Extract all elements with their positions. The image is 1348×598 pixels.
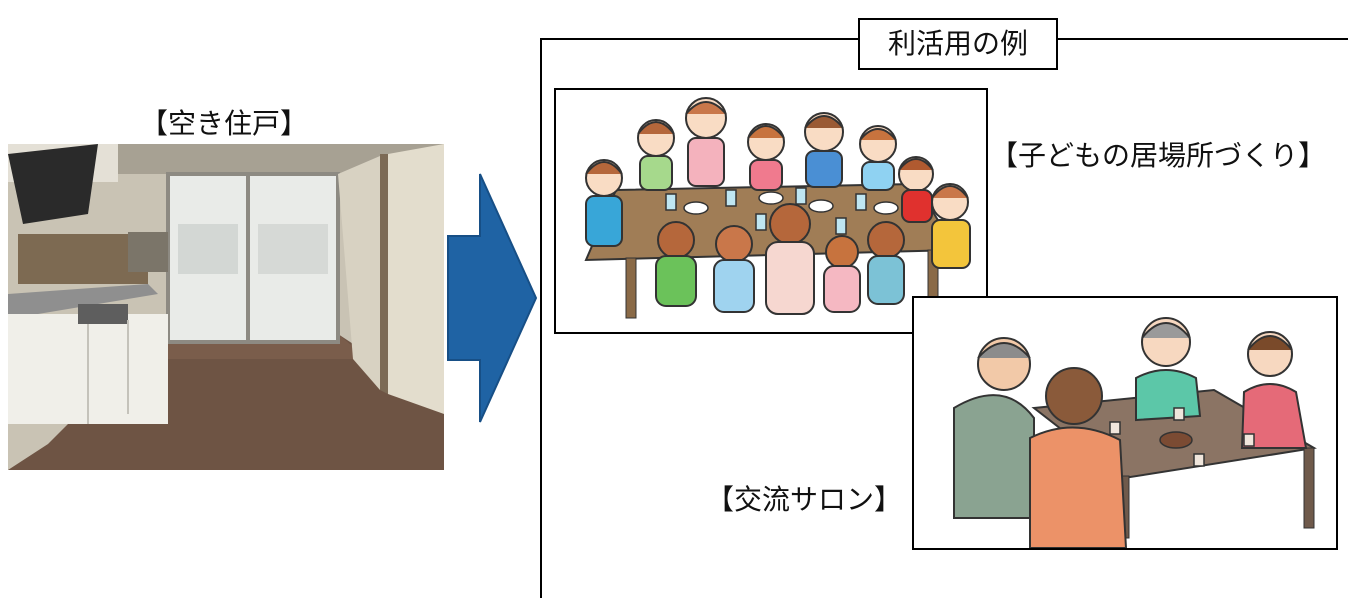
examples-title: 利活用の例 xyxy=(858,18,1058,70)
children-place-illustration xyxy=(554,88,988,334)
children-place-label: 【子どもの居場所づくり】 xyxy=(990,139,1327,172)
vacant-unit-photo xyxy=(8,144,444,470)
community-salon-illustration xyxy=(912,296,1338,550)
vacant-unit-label: 【空き住戸】 xyxy=(140,107,309,140)
arrow-right-icon xyxy=(446,172,538,424)
community-salon-label: 【交流サロン】 xyxy=(706,483,903,516)
